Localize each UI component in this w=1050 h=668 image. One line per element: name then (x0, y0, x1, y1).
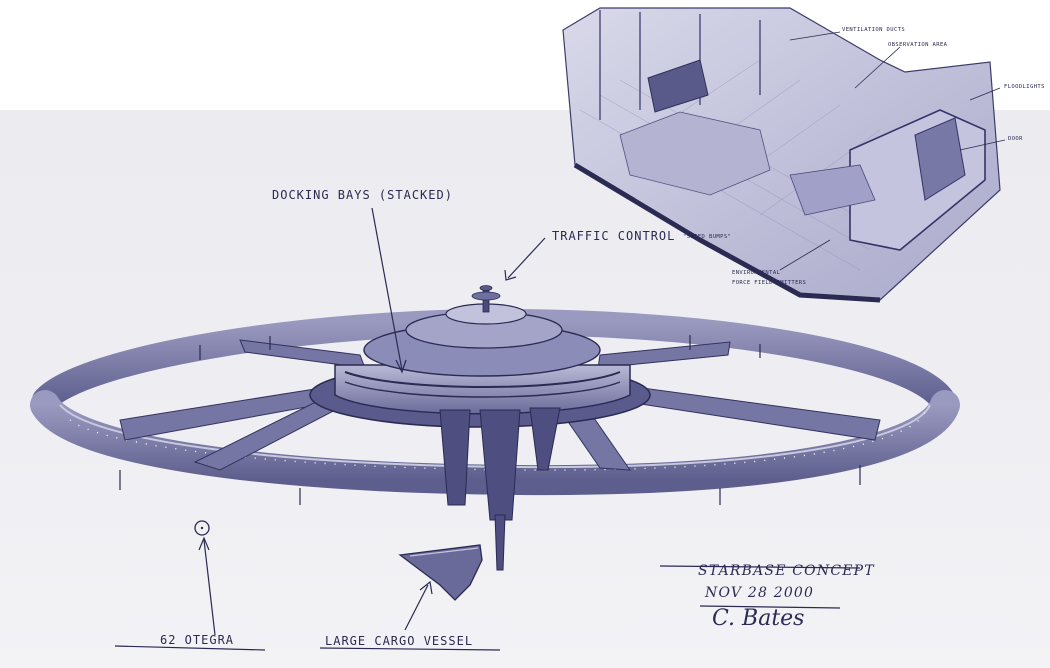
label-door: Door (1008, 136, 1023, 142)
label-otegra: 62 Otegra (160, 633, 235, 647)
caption-title: Starbase Concept (698, 563, 875, 579)
label-speed-bumps: "Speed Bumps" (683, 234, 732, 240)
cargo-vessel (398, 544, 483, 601)
starbase (30, 285, 960, 571)
label-traffic-control: Traffic Control (552, 229, 676, 243)
label-environmental: Environmental (732, 270, 781, 276)
artist-signature: C. Bates (712, 606, 805, 631)
label-force-field: Force Field Emitters (732, 280, 807, 286)
label-docking-bays: Docking Bays (Stacked) (272, 188, 453, 202)
label-cargo-vessel: Large Cargo Vessel (325, 634, 474, 648)
caption-date: Nov 28 2000 (705, 585, 815, 601)
interior-inset-sketch (562, 7, 1006, 303)
planet-marker (194, 520, 210, 536)
leader-lines (114, 207, 861, 651)
label-ventilation: Ventilation Ducts (842, 27, 906, 33)
label-observation-area: Observation Area (888, 42, 948, 48)
label-floodlights: Floodlights (1004, 84, 1045, 90)
